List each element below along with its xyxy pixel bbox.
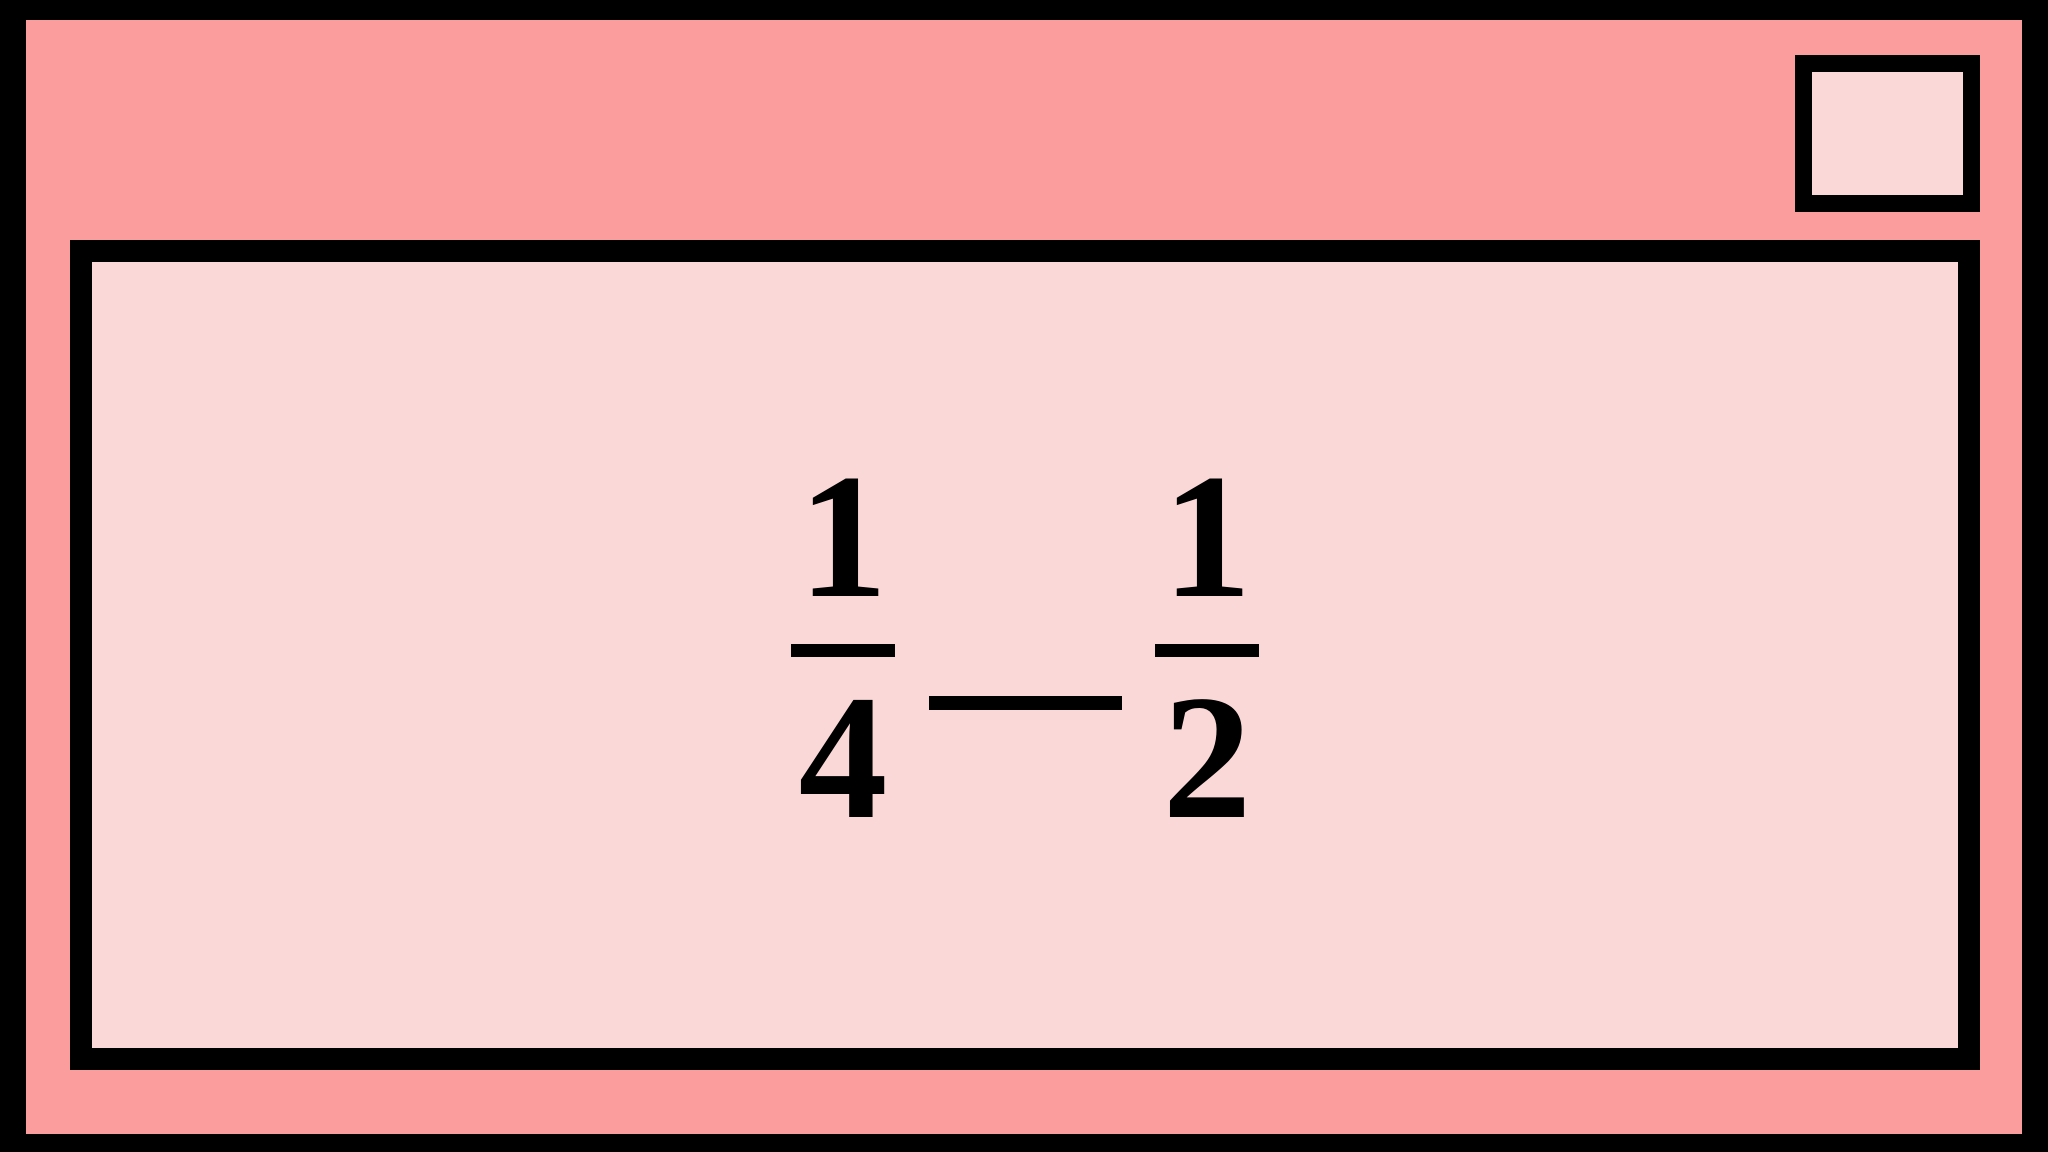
fraction-right-bar [1155,643,1259,657]
fraction-left-bar [791,643,895,657]
fraction-right: 1 2 [1155,436,1259,856]
fraction-right-denominator: 2 [1162,657,1252,856]
fraction-left: 1 4 [791,436,895,856]
fraction-left-denominator: 4 [798,657,888,856]
content-panel: 1 4 1 2 [70,240,1980,1070]
fraction-left-numerator: 1 [798,436,888,635]
blank-square-button[interactable] [1795,55,1980,212]
operator-slot [895,446,1155,848]
fraction-right-numerator: 1 [1162,436,1252,635]
main-panel: 1 4 1 2 [26,20,2022,1134]
math-expression: 1 4 1 2 [791,436,1259,856]
header-bar [26,20,2022,240]
minus-sign-icon [928,696,1122,711]
